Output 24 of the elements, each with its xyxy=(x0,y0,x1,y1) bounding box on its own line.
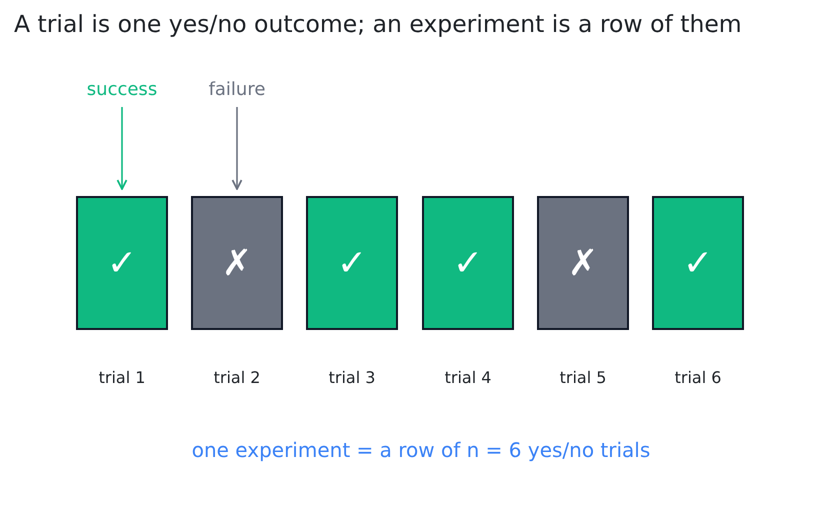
outcome-mark: ✓ xyxy=(106,242,138,284)
node-label: success xyxy=(72,79,172,101)
trial-label: trial 1 xyxy=(98,368,146,387)
outcome-box xyxy=(652,196,744,330)
trial-label: trial 5 xyxy=(558,368,608,387)
trial-label: trial 3 xyxy=(328,368,376,387)
arrow xyxy=(116,107,128,190)
outcome-mark: ✓ xyxy=(452,242,484,284)
trial-label: trial 6 xyxy=(674,368,722,387)
outcome-mark: ✓ xyxy=(336,242,368,284)
trial-label: trial 4 xyxy=(444,368,492,387)
node-label: failure xyxy=(187,79,287,101)
diagram-title: A trial is one yes/no outcome; an experiment is a row of them xyxy=(14,10,742,38)
trial-label: trial 2 xyxy=(212,368,262,387)
outcome-box xyxy=(191,196,283,330)
outcome-box xyxy=(537,196,629,330)
outcome-box xyxy=(306,196,398,330)
caption: one experiment = a row of n = 6 yes/no trials xyxy=(190,438,652,462)
arrow xyxy=(232,107,242,190)
outcome-box xyxy=(422,196,514,330)
outcome-box xyxy=(76,196,168,330)
outcome-mark: ✗ xyxy=(568,242,598,284)
outcome-mark: ✗ xyxy=(222,242,252,284)
outcome-mark: ✓ xyxy=(682,242,714,284)
